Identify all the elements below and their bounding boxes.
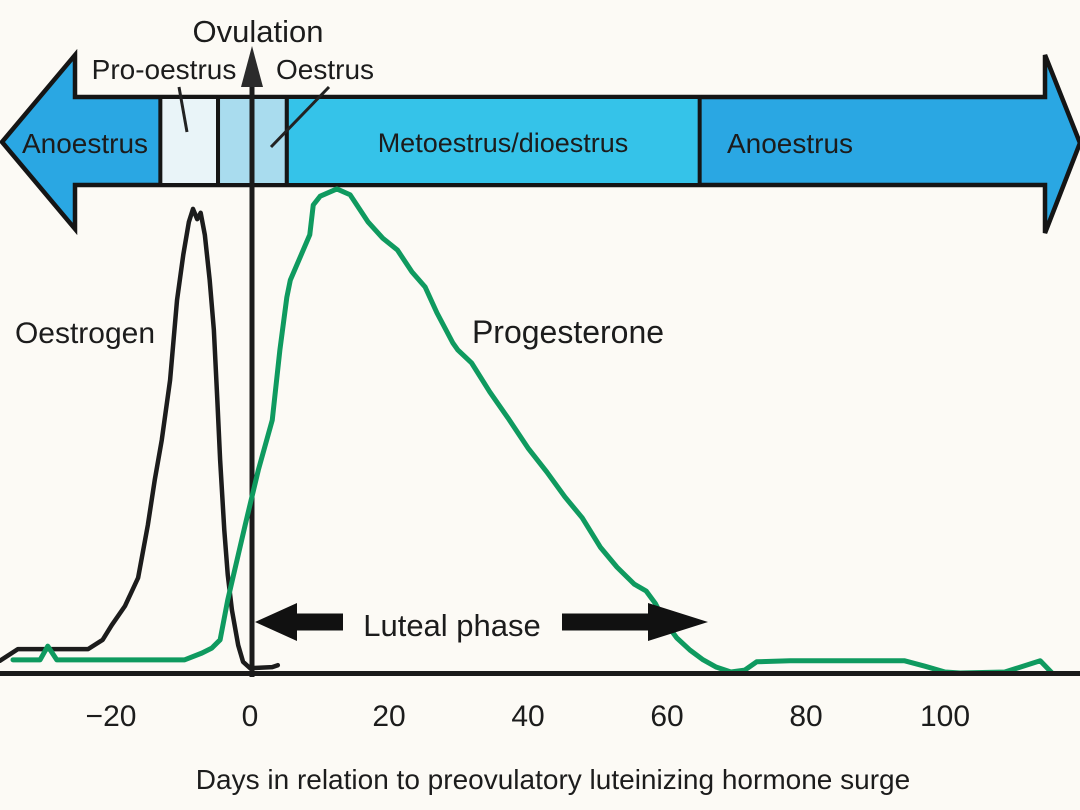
progesterone-series-label: Progesterone (472, 314, 664, 350)
luteal-phase-right-arrow-icon (562, 603, 708, 641)
ovulation-arrow-up-icon (241, 46, 263, 87)
x-tick-100: 100 (920, 700, 970, 733)
x-tick-80: 80 (789, 700, 822, 733)
oestrus-label: Oestrus (276, 54, 374, 85)
phase-segment-metoestrus-dioestrus (284, 95, 702, 187)
hormone-curves (0, 186, 1055, 676)
pro-oestrus-label: Pro-oestrus (92, 54, 237, 85)
oestrogen-curve (0, 206, 281, 671)
progesterone-curve (10, 186, 1055, 676)
luteal-phase-left-arrow-icon (255, 603, 343, 641)
anoestrus-right-label: Anoestrus (727, 128, 853, 159)
x-tick--20: −20 (86, 700, 137, 733)
metoestrus-dioestrus-label: Metoestrus/dioestrus (378, 128, 629, 158)
oestrus-pointer-line (269, 85, 331, 149)
pro-oestrus-pointer-line (177, 86, 189, 133)
x-axis-caption: Days in relation to preovulatory luteini… (196, 764, 910, 795)
phase-band-segments (158, 95, 702, 187)
x-axis-tick-labels: −20 0 20 40 60 80 100 (86, 700, 970, 733)
x-tick-0: 0 (242, 700, 259, 733)
oestrogen-series-label: Oestrogen (15, 317, 155, 350)
luteal-phase-label: Luteal phase (363, 608, 541, 643)
ovulation-label: Ovulation (193, 14, 324, 49)
x-tick-20: 20 (372, 700, 405, 733)
anoestrus-left-label: Anoestrus (22, 128, 148, 159)
x-tick-60: 60 (650, 700, 683, 733)
x-tick-40: 40 (511, 700, 544, 733)
phase-segment-pro-oestrus (158, 95, 221, 187)
